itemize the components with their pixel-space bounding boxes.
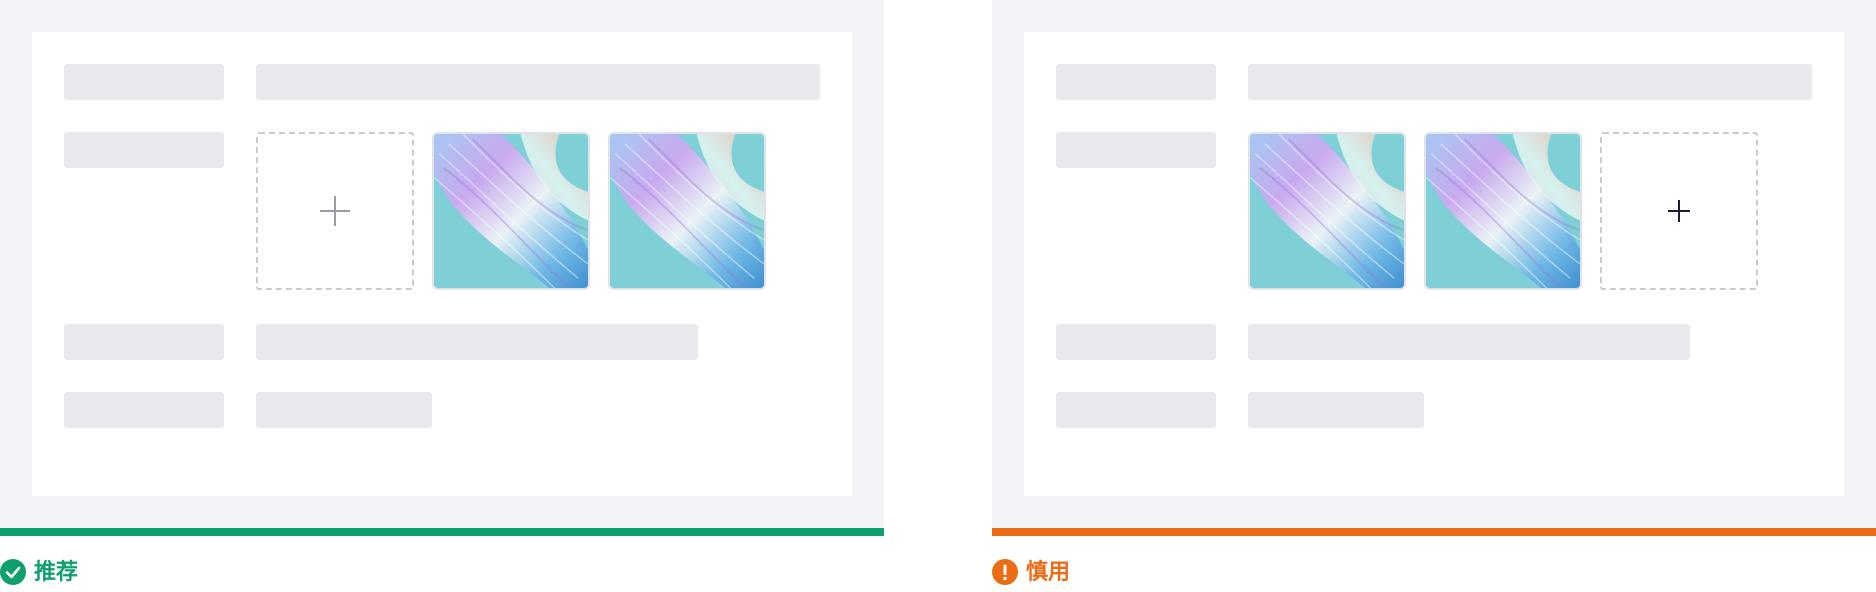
form-label-placeholder: [64, 64, 224, 100]
uploaded-image-thumbnail[interactable]: [432, 132, 590, 290]
uploaded-image-thumbnail[interactable]: [608, 132, 766, 290]
form-card: [32, 32, 852, 496]
upload-button[interactable]: [256, 132, 414, 290]
form-field-placeholder: [1248, 392, 1424, 428]
form-label-placeholder: [1056, 64, 1216, 100]
uploaded-image-thumbnail[interactable]: [1424, 132, 1582, 290]
exclamation-circle-icon: [992, 559, 1018, 585]
status-label: 推荐: [34, 559, 79, 584]
plus-icon: [320, 196, 350, 226]
caution-status-line: [992, 528, 1876, 536]
iridescent-image: [610, 134, 764, 288]
form-label-placeholder: [1056, 132, 1216, 168]
uploaded-image-thumbnail[interactable]: [1248, 132, 1406, 290]
form-label-placeholder: [64, 392, 224, 428]
form-label-placeholder: [64, 324, 224, 360]
recommended-status-line: [0, 528, 884, 536]
caution-status: 慎用: [992, 558, 1070, 586]
form-field-placeholder: [256, 324, 698, 360]
form-field-placeholder: [1248, 324, 1690, 360]
form-field-placeholder: [256, 392, 432, 428]
iridescent-image: [434, 134, 588, 288]
iridescent-image: [1426, 134, 1580, 288]
form-label-placeholder: [1056, 392, 1216, 428]
plus-icon: [1668, 200, 1690, 222]
status-label: 慎用: [1026, 559, 1071, 584]
form-field-placeholder: [256, 64, 820, 100]
caution-example-panel: [992, 0, 1876, 528]
recommended-example-panel: [0, 0, 884, 528]
form-field-placeholder: [1248, 64, 1812, 100]
recommended-status: 推荐: [0, 558, 78, 586]
form-label-placeholder: [64, 132, 224, 168]
upload-button[interactable]: [1600, 132, 1758, 290]
form-card: [1024, 32, 1844, 496]
check-circle-icon: [0, 559, 26, 585]
iridescent-image: [1250, 134, 1404, 288]
form-label-placeholder: [1056, 324, 1216, 360]
